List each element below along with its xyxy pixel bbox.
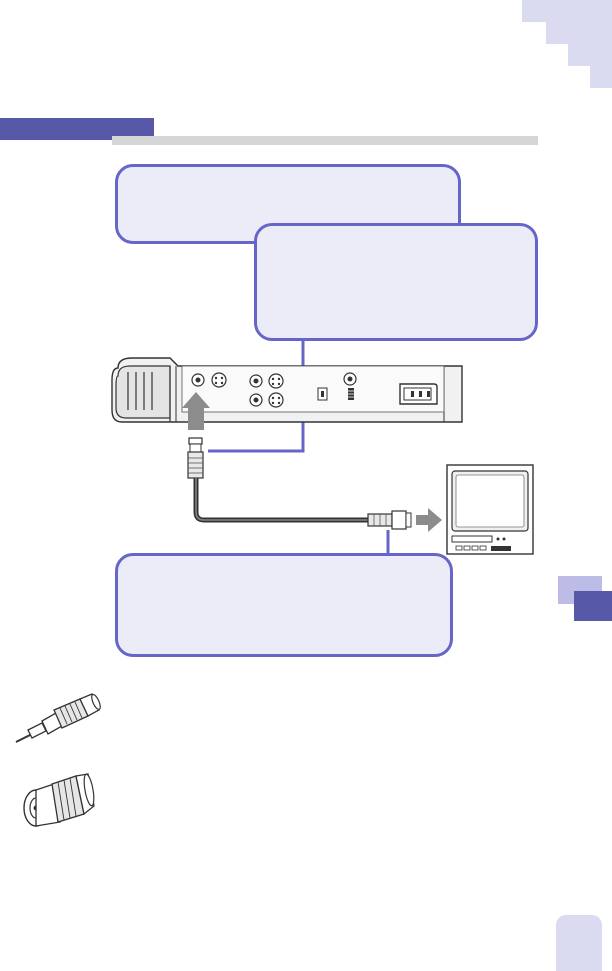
video-cable — [187, 437, 412, 530]
callout-bottom — [115, 553, 453, 657]
section-header-bar — [0, 118, 154, 140]
callout-middle — [254, 223, 538, 341]
monitor-arrow-icon — [416, 508, 442, 532]
page-tab-icon — [556, 915, 602, 971]
step-tab-icon — [522, 0, 612, 22]
insert-arrow-icon — [182, 392, 210, 430]
header-rule — [112, 136, 538, 145]
section-tab-icon[interactable] — [574, 591, 612, 621]
rca-to-bnc-adapter-icon — [15, 693, 101, 743]
step-tab-icon — [590, 66, 612, 88]
bnc-connector-icon — [23, 773, 95, 827]
step-tab-icon — [546, 22, 612, 44]
step-tab-icon — [568, 44, 612, 66]
projector-rear-panel-icon — [111, 357, 463, 423]
monitor-icon — [446, 464, 534, 555]
